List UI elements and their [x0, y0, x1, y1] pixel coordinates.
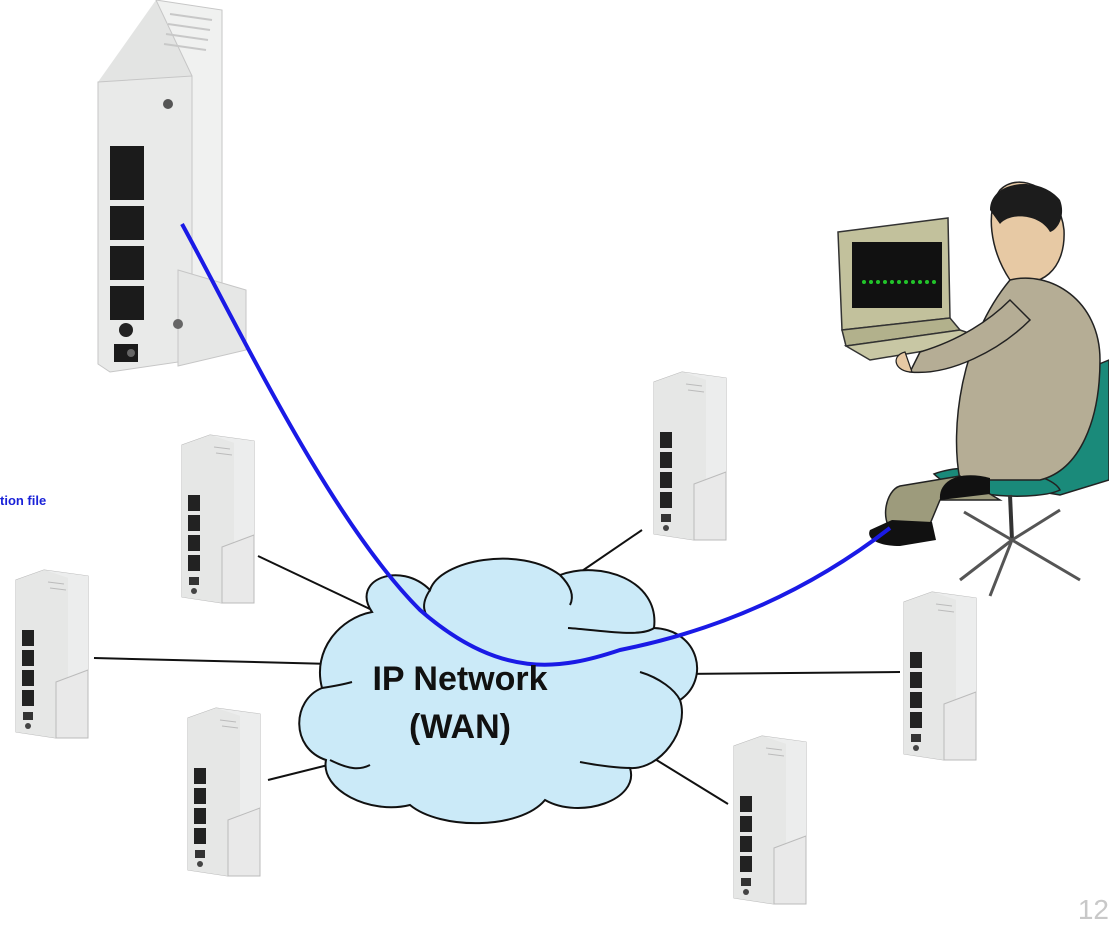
page-number: 12: [1077, 894, 1109, 925]
computer-monitor: [837, 217, 991, 361]
wan-links: [93, 529, 901, 805]
operator-person: [869, 181, 1101, 546]
router-3: [187, 707, 261, 877]
main-router: [97, 0, 247, 373]
link-router-5: [677, 671, 901, 675]
link-router-1: [257, 555, 373, 611]
operator-illustration: [837, 181, 1109, 597]
cloud-title: IP Network: [372, 660, 548, 698]
cloud-subtitle: (WAN): [409, 708, 511, 746]
router-5: [903, 591, 977, 761]
router-4: [653, 371, 727, 541]
router-2: [15, 569, 89, 739]
link-router-2: [93, 657, 333, 665]
link-router-6: [649, 755, 729, 805]
management-link: [180, 223, 892, 667]
router-1: [181, 434, 255, 604]
ip-network-cloud: [298, 557, 698, 825]
configuration-file-label: tion file: [0, 493, 47, 508]
router-6: [733, 735, 807, 905]
